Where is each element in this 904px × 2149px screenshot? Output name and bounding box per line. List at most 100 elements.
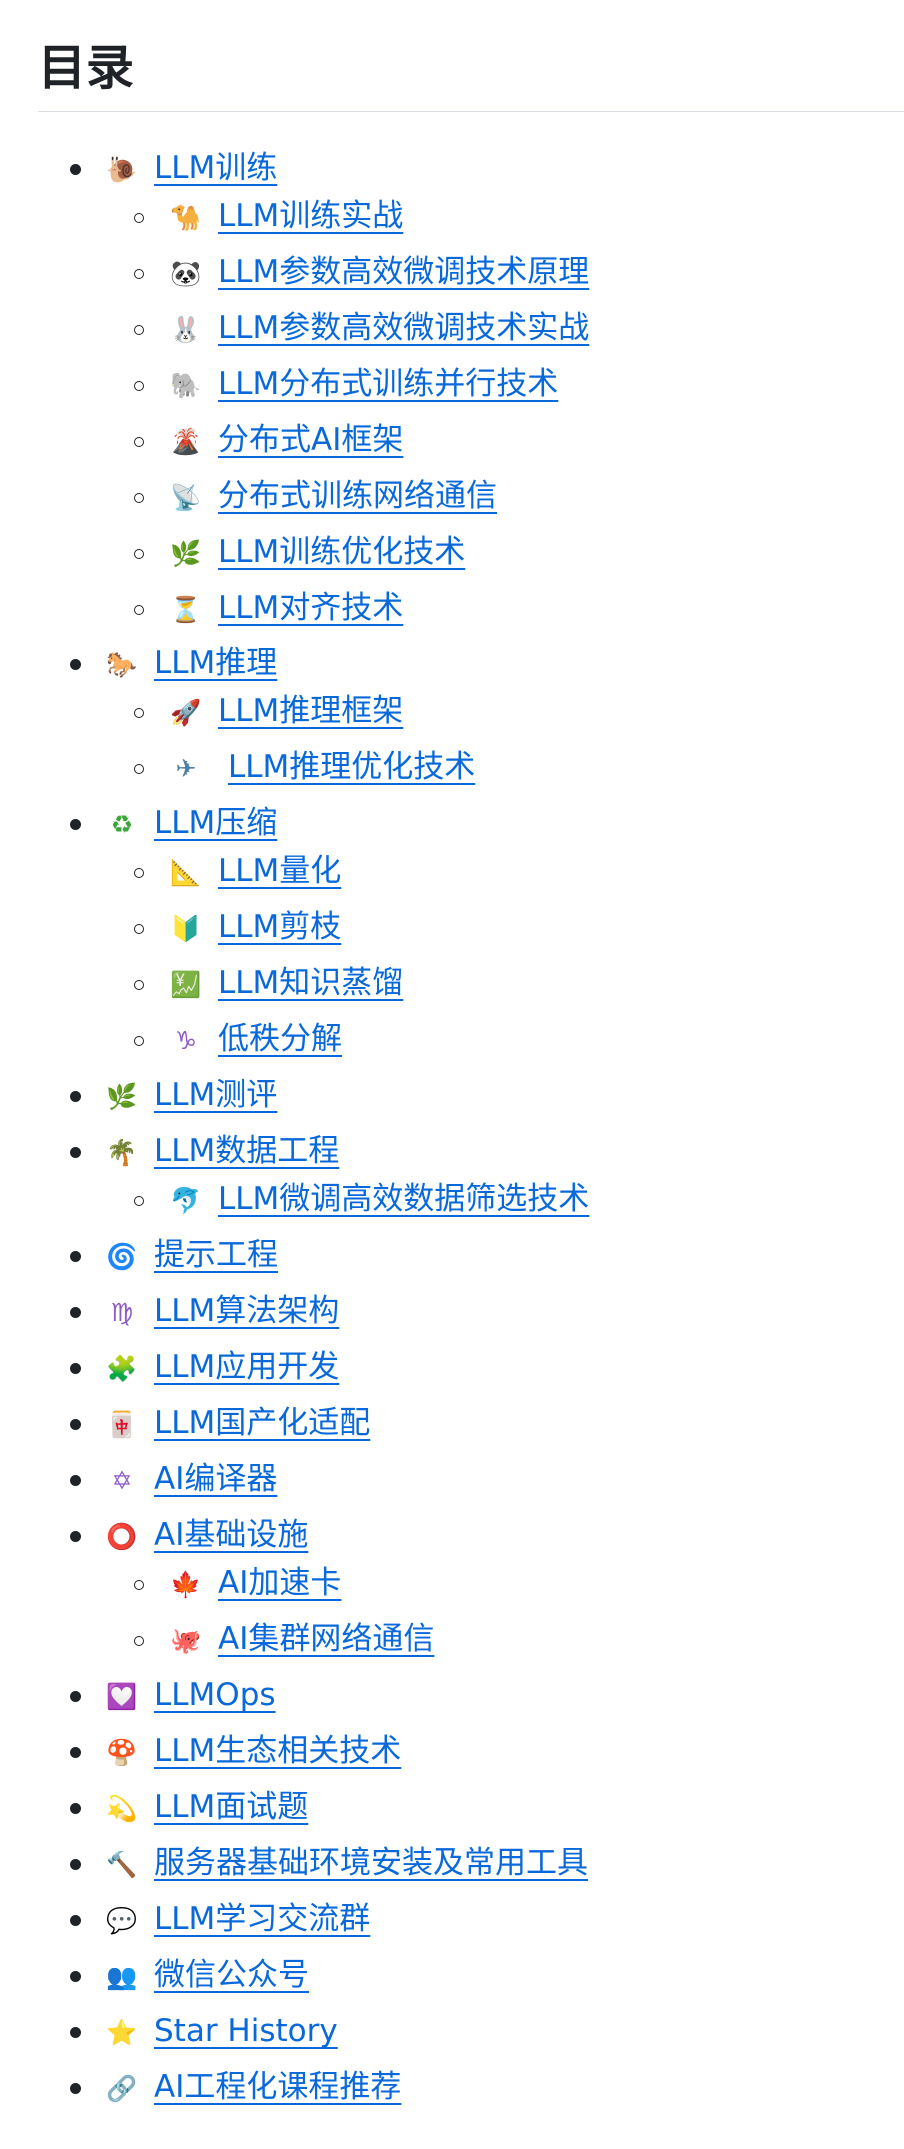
chart-yen-icon: 💹 <box>170 970 202 999</box>
toc-link[interactable]: LLM数据工程 <box>154 1133 340 1169</box>
toc-link[interactable]: LLM对齐技术 <box>218 590 404 626</box>
volcano-icon: 🌋 <box>170 427 202 456</box>
toc-link[interactable]: LLM应用开发 <box>154 1349 340 1385</box>
toc-item: 🌿LLM测评 <box>0 1074 904 1120</box>
toc-link[interactable]: LLM推理框架 <box>218 693 404 729</box>
toc-link[interactable]: LLM推理优化技术 <box>228 749 476 785</box>
toc-link[interactable]: LLM微调高效数据筛选技术 <box>218 1181 590 1217</box>
bullet-disc <box>70 1147 81 1158</box>
toc-item: 🔗AI工程化课程推荐 <box>0 2066 904 2112</box>
toc-link[interactable]: LLM国产化适配 <box>154 1405 371 1441</box>
maple-leaf-icon: 🍁 <box>170 1570 202 1599</box>
star-icon: ⭐ <box>106 2018 138 2047</box>
toc-item: 🐎LLM推理 <box>0 642 904 688</box>
toc-link[interactable]: LLM分布式训练并行技术 <box>218 366 559 402</box>
toc-link[interactable]: 提示工程 <box>154 1237 278 1273</box>
toc-subitem: 🐪LLM训练实战 <box>0 195 904 241</box>
cyclone-icon: 🌀 <box>106 1242 138 1271</box>
toc-item: 💫 LLM面试题 <box>0 1786 904 1832</box>
toc-link[interactable]: LLM生态相关技术 <box>154 1733 402 1769</box>
toc-link[interactable]: LLM知识蒸馏 <box>218 965 404 1001</box>
toc-link[interactable]: 微信公众号 <box>154 1957 309 1993</box>
bullet-disc <box>70 1747 81 1758</box>
toc-item: ♍LLM算法架构 <box>0 1290 904 1336</box>
busts-icon: 👥 <box>106 1962 138 1991</box>
bullet-circle <box>134 269 144 279</box>
bullet-circle <box>134 980 144 990</box>
toc-link[interactable]: LLM训练实战 <box>218 198 404 234</box>
toc-link[interactable]: 分布式训练网络通信 <box>218 478 497 514</box>
bullet-disc <box>70 1859 81 1870</box>
bullet-circle <box>134 213 144 223</box>
toc-link[interactable]: LLM训练优化技术 <box>218 534 466 570</box>
toc-item: 🧩LLM应用开发 <box>0 1346 904 1392</box>
bullet-disc <box>70 1803 81 1814</box>
toc-link[interactable]: LLM量化 <box>218 853 342 889</box>
toc-link[interactable]: LLM训练 <box>154 150 278 186</box>
toc-link[interactable]: Star History <box>154 2013 338 2049</box>
toc-link[interactable]: LLM算法架构 <box>154 1293 340 1329</box>
toc-subitem: 🌿LLM训练优化技术 <box>0 531 904 577</box>
bullet-circle <box>134 437 144 447</box>
dolphin-icon: 🐬 <box>170 1186 202 1215</box>
bullet-circle <box>134 764 144 774</box>
panda-icon: 🐼 <box>170 259 202 288</box>
bullet-disc <box>70 1691 81 1702</box>
toc-subitem: 🐰LLM参数高效微调技术实战 <box>0 307 904 353</box>
bullet-circle <box>134 493 144 503</box>
bullet-circle <box>134 1636 144 1646</box>
toc-link[interactable]: AI基础设施 <box>154 1517 309 1553</box>
toc-link[interactable]: LLM参数高效微调技术原理 <box>218 254 590 290</box>
toc-heading: 目录 <box>38 40 135 96</box>
triangular-ruler-icon: 📐 <box>170 858 202 887</box>
bullet-disc <box>70 819 81 830</box>
dizzy-icon: 💫 <box>106 1794 138 1823</box>
toc-link[interactable]: 分布式AI框架 <box>218 422 404 458</box>
toc-link[interactable]: LLM参数高效微调技术实战 <box>218 310 590 346</box>
toc-item: 🌀 提示工程 <box>0 1234 904 1280</box>
bullet-circle <box>134 1580 144 1590</box>
star-of-david-icon: ✡ <box>111 1466 133 1495</box>
toc-link[interactable]: 服务器基础环境安装及常用工具 <box>154 1845 588 1881</box>
toc-item: 🍄 LLM生态相关技术 <box>0 1730 904 1776</box>
bullet-disc <box>70 1091 81 1102</box>
toc-link[interactable]: AI集群网络通信 <box>218 1621 435 1657</box>
toc-link[interactable]: LLMOps <box>154 1677 276 1713</box>
bullet-circle <box>134 708 144 718</box>
rocket-icon: 🚀 <box>170 698 202 727</box>
toc-item: 🀄LLM国产化适配 <box>0 1402 904 1448</box>
toc-subitem: ♑低秩分解 <box>0 1018 904 1064</box>
toc-link[interactable]: LLM面试题 <box>154 1789 309 1825</box>
bullet-disc <box>70 1419 81 1430</box>
bullet-circle <box>134 1036 144 1046</box>
toc-subitem: 📐 LLM量化 <box>0 850 904 896</box>
bullet-disc <box>70 1475 81 1486</box>
toc-link[interactable]: LLM剪枝 <box>218 909 342 945</box>
mushroom-icon: 🍄 <box>106 1738 138 1767</box>
bullet-circle <box>134 1196 144 1206</box>
hourglass-icon: ⏳ <box>170 595 202 624</box>
bullet-circle <box>134 549 144 559</box>
bullet-disc <box>70 659 81 670</box>
toc-item: 💬LLM学习交流群 <box>0 1898 904 1944</box>
toc-link[interactable]: AI加速卡 <box>218 1565 342 1601</box>
toc-subitem: 🐙AI集群网络通信 <box>0 1618 904 1664</box>
recycle-icon: ♻ <box>110 810 134 839</box>
bullet-circle <box>134 868 144 878</box>
toc-link[interactable]: AI工程化课程推荐 <box>154 2069 402 2105</box>
toc-link[interactable]: 低秩分解 <box>218 1021 342 1057</box>
bullet-disc <box>70 1363 81 1374</box>
toc-link[interactable]: AI编译器 <box>154 1461 278 1497</box>
toc-link[interactable]: LLM推理 <box>154 645 278 681</box>
toc-link[interactable]: LLM学习交流群 <box>154 1901 371 1937</box>
toc-subitem: 🌋 分布式AI框架 <box>0 419 904 465</box>
bullet-disc <box>70 1531 81 1542</box>
bullet-disc <box>70 2083 81 2094</box>
toc-item: 🌴 LLM数据工程 <box>0 1130 904 1176</box>
bullet-disc <box>70 1307 81 1318</box>
toc-link[interactable]: LLM测评 <box>154 1077 278 1113</box>
toc-subitem: 🐬 LLM微调高效数据筛选技术 <box>0 1178 904 1224</box>
palm-tree-icon: 🌴 <box>106 1138 138 1167</box>
toc-subitem: 💹 LLM知识蒸馏 <box>0 962 904 1008</box>
toc-link[interactable]: LLM压缩 <box>154 805 278 841</box>
